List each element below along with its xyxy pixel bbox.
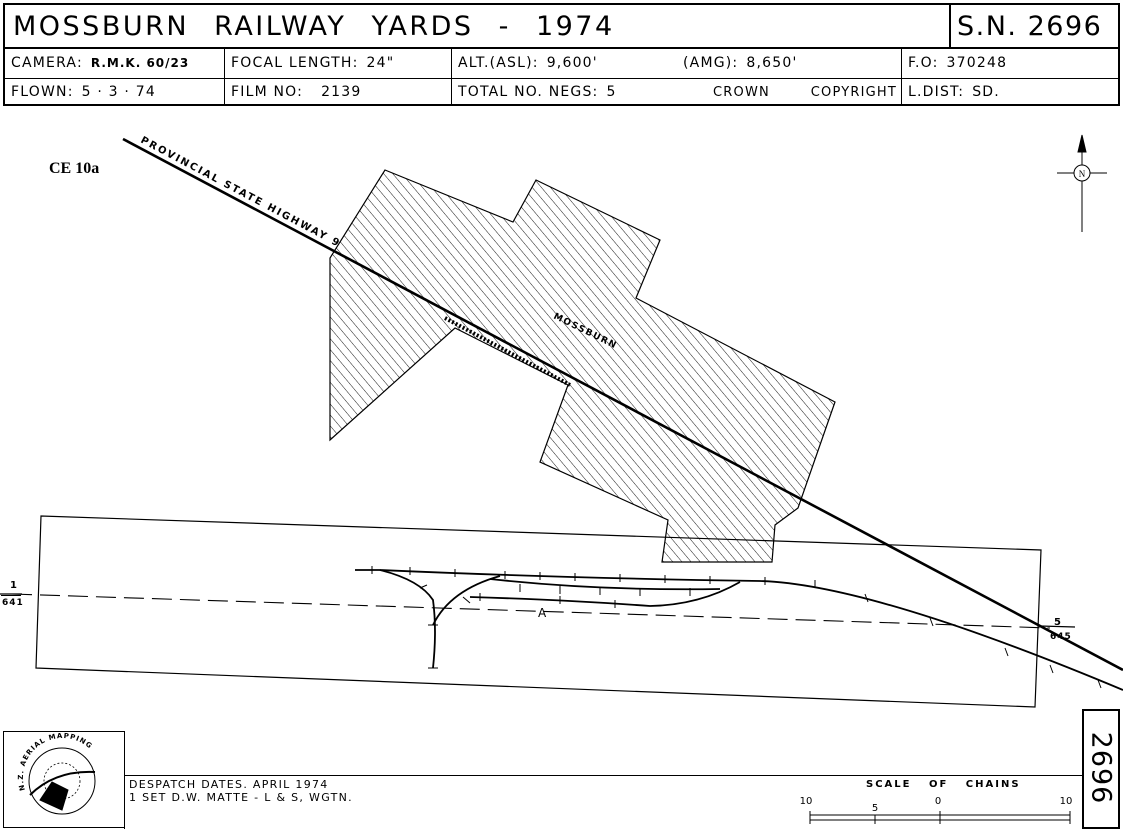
town-area <box>329 169 836 563</box>
alt-amg-label: (AMG): <box>683 54 739 71</box>
railway-tracks <box>355 569 1123 691</box>
right-neg-top: 5 <box>1054 617 1062 628</box>
info-row-2: FLOWN: 5 · 3 · 74 FILM NO: 2139 TOTAL NO… <box>5 78 1118 106</box>
crown-text: CROWN <box>713 84 770 100</box>
ldist-value: SD. <box>972 84 1000 100</box>
scale-tick-2: 0 <box>935 796 941 807</box>
footer-rule-left <box>124 775 125 829</box>
film-cell: FILM NO: 2139 <box>224 78 451 106</box>
alt-asl-value: 9,600' <box>546 54 598 71</box>
map-title: MOSSBURN RAILWAY YARDS - 1974 <box>13 10 615 42</box>
scale-tick-0: 10 <box>800 796 813 807</box>
negs-cell: TOTAL NO. NEGS: 5 <box>451 78 677 106</box>
flight-line-end <box>1039 625 1076 628</box>
flown-value: 5 · 3 · 74 <box>81 84 156 100</box>
fo-value: 370248 <box>946 54 1008 71</box>
copyright-cell: CROWN COPYRIGHT <box>677 78 901 106</box>
camera-value: R.M.K. 60/23 <box>90 55 190 70</box>
alt-asl-cell: ALT.(ASL): 9,600' <box>451 47 677 78</box>
focal-cell: FOCAL LENGTH: 24" <box>224 47 451 78</box>
focal-value: 24" <box>366 54 395 71</box>
camera-label: CAMERA: <box>11 54 83 71</box>
ce-reference: CE 10a <box>49 160 100 177</box>
alt-amg-cell: (AMG): 8,650' <box>677 47 901 78</box>
aerial-mapping-logo <box>28 747 96 815</box>
focal-label: FOCAL LENGTH: <box>231 54 359 71</box>
left-neg-bottom: 641 <box>2 598 24 608</box>
strip-label: A <box>538 606 547 620</box>
ldist-label: L.DIST: <box>908 84 965 100</box>
info-row-1: CAMERA: R.M.K. 60/23 FOCAL LENGTH: 24" A… <box>5 47 1118 79</box>
negs-value: 5 <box>606 84 617 100</box>
title-block: MOSSBURN RAILWAY YARDS - 1974 S.N. 2696 … <box>3 3 1120 106</box>
highway-label: PROVINCIAL STATE HIGHWAY 94 <box>0 0 343 250</box>
ldist-cell: L.DIST: SD. <box>901 78 1118 106</box>
camera-cell: CAMERA: R.M.K. 60/23 <box>5 47 224 78</box>
flight-line <box>11 593 1051 629</box>
despatch-line-1: DESPATCH DATES. APRIL 1974 <box>129 778 329 791</box>
fo-cell: F.O: 370248 <box>901 47 1118 78</box>
alt-amg-value: 8,650' <box>746 54 798 71</box>
footer-rule <box>124 775 1084 776</box>
despatch-line-2: 1 SET D.W. MATTE - L & S, WGTN. <box>129 791 353 804</box>
highway-94 <box>122 137 1123 672</box>
right-neg-bottom: 645 <box>1050 632 1072 642</box>
scale-tick-1: 5 <box>872 803 878 814</box>
left-neg-top: 1 <box>10 580 18 591</box>
despatch-info: DESPATCH DATES. APRIL 1974 1 SET D.W. MA… <box>129 778 353 804</box>
copyright-text: COPYRIGHT <box>810 84 897 100</box>
logo-box <box>3 731 125 828</box>
scale-bar <box>809 811 1071 824</box>
scale-tick-3: 10 <box>1060 796 1073 807</box>
alt-asl-label: ALT.(ASL): <box>458 54 539 71</box>
title-row: MOSSBURN RAILWAY YARDS - 1974 S.N. 2696 <box>5 5 1118 49</box>
left-neg-divider <box>1 595 21 596</box>
flown-label: FLOWN: <box>11 84 74 100</box>
negs-label: TOTAL NO. NEGS: <box>458 84 599 100</box>
fo-label: F.O: <box>908 54 939 71</box>
film-label: FILM NO: <box>231 84 304 100</box>
scale-title: SCALE OF CHAINS <box>866 779 1021 790</box>
sortie-number-vertical: 2696 <box>1085 731 1117 805</box>
sortie-number-box <box>1082 709 1120 829</box>
sortie-number: S.N. 2696 <box>949 5 1118 47</box>
railway-ticks <box>371 566 1102 689</box>
north-label: N <box>1079 169 1086 179</box>
film-value: 2139 <box>321 84 362 100</box>
photo-coverage-strip <box>35 515 1042 708</box>
flown-cell: FLOWN: 5 · 3 · 74 <box>5 78 224 106</box>
north-arrow-icon <box>1057 134 1107 232</box>
